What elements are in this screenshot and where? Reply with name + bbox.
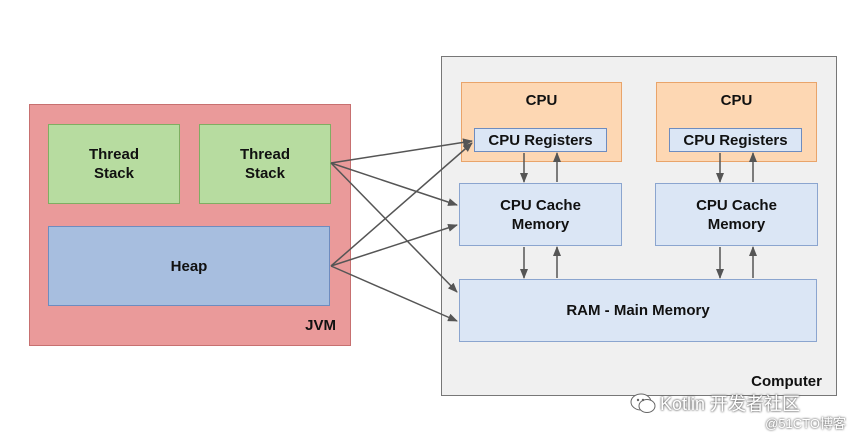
arrow-thread-to-cpu1-registers — [330, 138, 473, 164]
cpu-1-cache-memory: CPU Cache Memory — [459, 183, 622, 246]
cpu-2-registers: CPU Registers — [669, 128, 802, 152]
arrow-heap-to-ram — [330, 265, 458, 322]
thread-stack-1: Thread Stack — [48, 124, 180, 204]
watermark-sub-text: @51CTO博客 — [765, 416, 846, 431]
arrow-heap-to-cpu1-cache — [330, 223, 458, 267]
thread-stack-2: Thread Stack — [199, 124, 331, 204]
cpu-1-cache-label: CPU Cache Memory — [500, 196, 581, 233]
computer-label: Computer — [751, 373, 822, 390]
cpu-2-cache-memory: CPU Cache Memory — [655, 183, 818, 246]
cpu-2-title: CPU — [720, 92, 753, 109]
cpu-1-registers: CPU Registers — [474, 128, 607, 152]
arrow-thread-to-cpu1-cache — [330, 162, 458, 206]
cpu-1-title: CPU — [525, 92, 558, 109]
wechat-icon — [630, 393, 656, 413]
watermark: Kotlin 开发者社区 @51CTO博客 — [620, 386, 850, 432]
heap-label: Heap — [170, 257, 208, 275]
thread-stack-1-label: Thread Stack — [88, 146, 139, 182]
watermark-main-text: Kotlin 开发者社区 — [660, 394, 801, 414]
thread-stack-2-label: Thread Stack — [239, 146, 290, 182]
jvm-label: JVM — [305, 317, 336, 334]
arrow-heap-to-cpu1-registers — [330, 142, 473, 267]
arrow-thread-to-ram — [330, 162, 458, 293]
ram-label: RAM - Main Memory — [566, 302, 710, 319]
ram-main-memory: RAM - Main Memory — [459, 279, 817, 342]
heap: Heap — [48, 226, 330, 306]
cpu-2-cache-label: CPU Cache Memory — [696, 196, 777, 233]
